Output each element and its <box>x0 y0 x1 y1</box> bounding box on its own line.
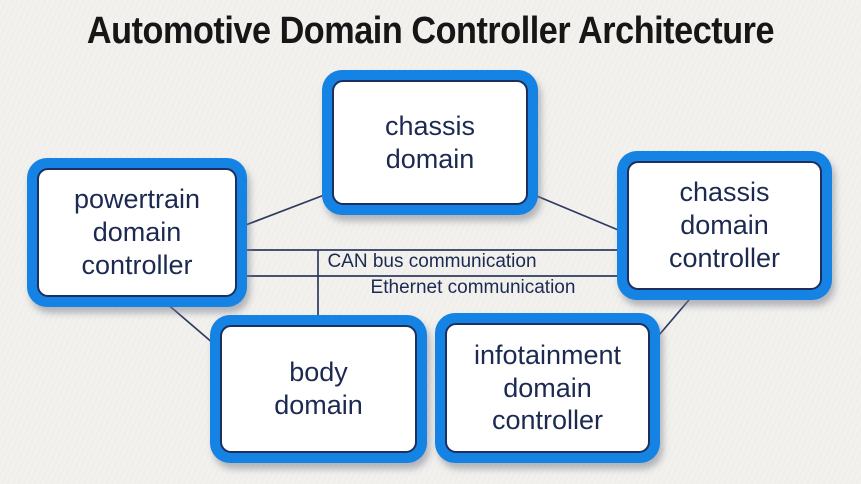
connector-powertrain-chassis-domain <box>229 188 341 232</box>
ethernet-communication-label: Ethernet communication <box>370 277 576 298</box>
node-chassis-domain: chassis domain <box>322 70 538 215</box>
node-body-domain-label: body domain <box>220 325 417 453</box>
node-infotainment-domain-controller: infotainment domain controller <box>435 313 660 463</box>
node-chassis-domain-controller-label: chassis domain controller <box>627 161 822 290</box>
connector-chassis-domain-chassis-controller <box>519 188 636 238</box>
node-chassis-domain-controller: chassis domain controller <box>617 151 832 300</box>
node-body-domain: body domain <box>210 315 427 463</box>
node-powertrain-domain-controller-label: powertrain domain controller <box>37 168 237 297</box>
can-bus-communication-label: CAN bus communication <box>327 251 537 272</box>
page-title: Automotive Domain Controller Architectur… <box>86 10 775 52</box>
node-chassis-domain-label: chassis domain <box>332 80 528 205</box>
node-infotainment-domain-controller-label: infotainment domain controller <box>445 323 650 453</box>
node-powertrain-domain-controller: powertrain domain controller <box>27 158 247 307</box>
